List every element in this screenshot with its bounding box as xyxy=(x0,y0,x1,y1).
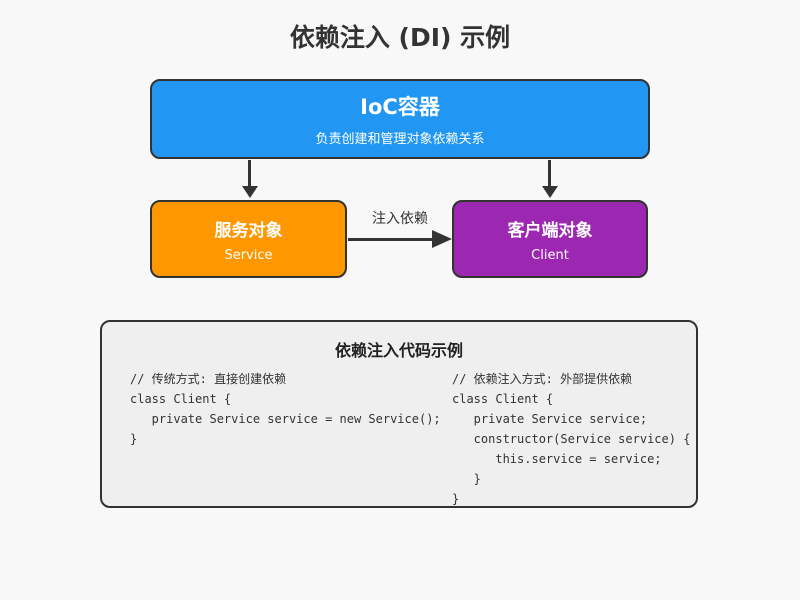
arrow-ioc-to-client-head xyxy=(542,186,558,198)
service-box-subtitle: Service xyxy=(224,247,273,263)
code-traditional-style: // 传统方式: 直接创建依赖 class Client { private S… xyxy=(130,372,441,446)
injection-arrow-shaft xyxy=(348,238,435,241)
injection-arrow-label: 注入依赖 xyxy=(372,211,428,227)
page-title: 依赖注入 (DI) 示例 xyxy=(289,23,511,52)
arrow-ioc-to-service-shaft xyxy=(248,160,251,187)
ioc-container-box: IoC容器 负责创建和管理对象依赖关系 xyxy=(150,79,650,159)
arrow-ioc-to-client-shaft xyxy=(548,160,551,187)
code-example-panel: 依赖注入代码示例 // 传统方式: 直接创建依赖 class Client { … xyxy=(100,320,698,508)
ioc-container-subtitle: 负责创建和管理对象依赖关系 xyxy=(315,132,485,147)
client-box: 客户端对象 Client xyxy=(452,200,648,278)
ioc-container-title: IoC容器 xyxy=(360,95,440,119)
client-box-title: 客户端对象 xyxy=(507,220,593,241)
service-box: 服务对象 Service xyxy=(150,200,347,278)
injection-arrow-head xyxy=(432,230,452,248)
code-panel-title: 依赖注入代码示例 xyxy=(334,341,463,360)
service-box-title: 服务对象 xyxy=(214,220,283,241)
arrow-ioc-to-service-head xyxy=(242,186,258,198)
code-di-style: // 依赖注入方式: 外部提供依赖 class Client { private… xyxy=(452,372,691,506)
client-box-subtitle: Client xyxy=(531,247,569,263)
